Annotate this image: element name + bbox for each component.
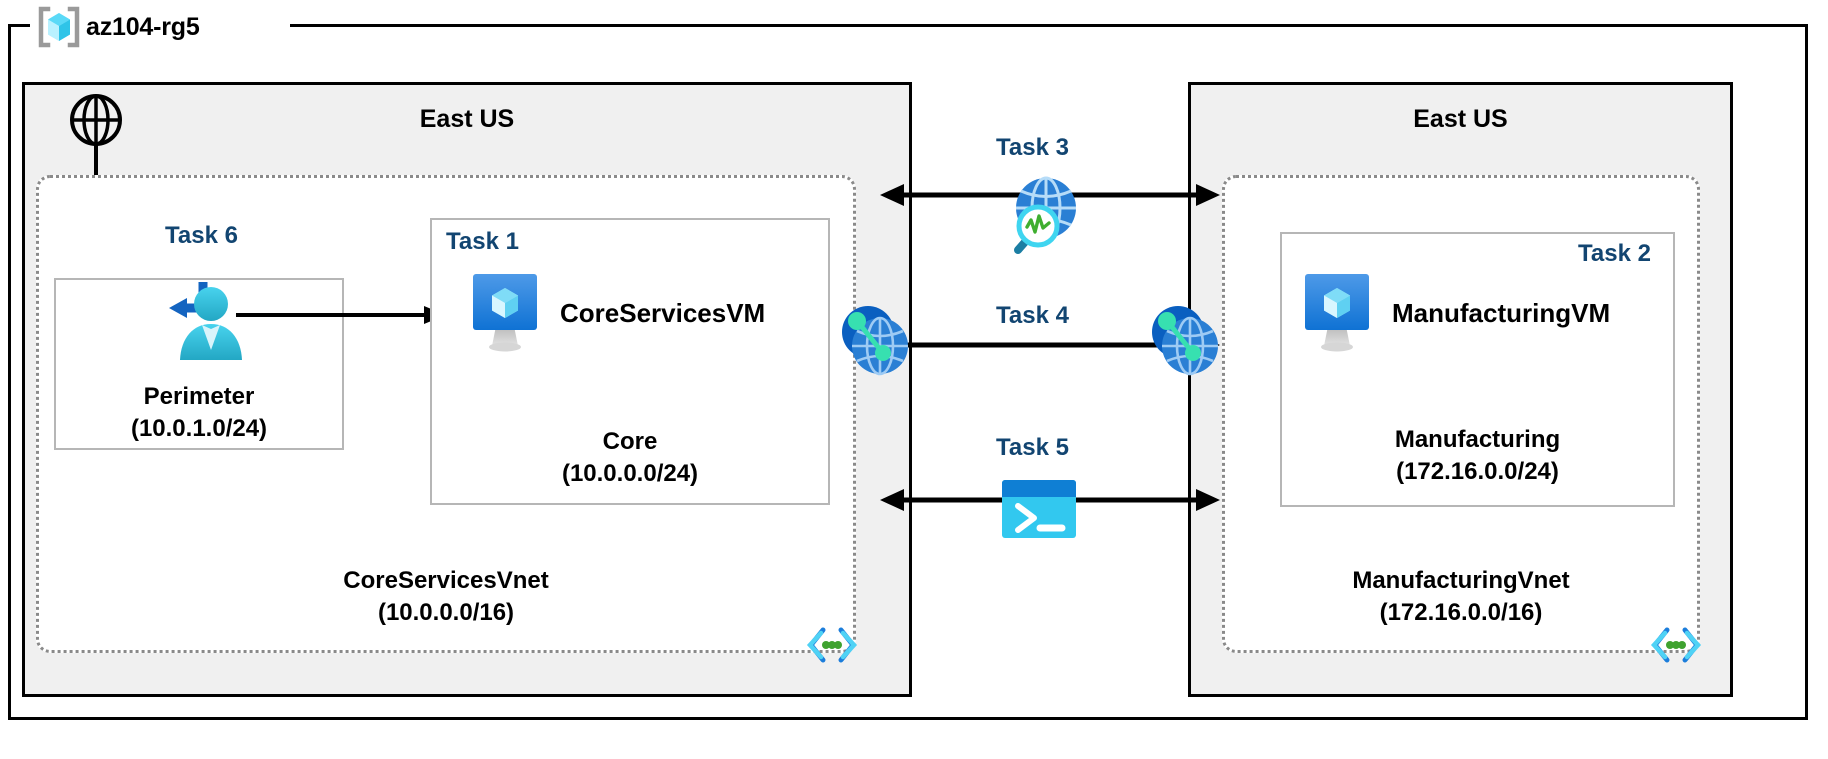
subnet-manufacturing-label: Manufacturing (172.16.0.0/24) bbox=[1280, 424, 1675, 488]
task-tag-2: Task 2 bbox=[1578, 240, 1651, 267]
subnet-manufacturing-cidr: (172.16.0.0/24) bbox=[1396, 457, 1559, 485]
task-tag-5: Task 5 bbox=[996, 434, 1069, 461]
subnet-manufacturing-name: Manufacturing bbox=[1394, 426, 1561, 453]
subnet-core-cidr: (10.0.0.0/24) bbox=[561, 459, 699, 487]
subnet-core-name: Core bbox=[602, 428, 658, 455]
vnet-core-services-cidr: (10.0.0.0/16) bbox=[377, 598, 515, 626]
vnet-core-services-name: CoreServicesVnet bbox=[343, 567, 549, 594]
subnet-box-core bbox=[430, 218, 830, 505]
vnet-peering-icon bbox=[1148, 300, 1226, 386]
region-title-left: East US bbox=[419, 105, 515, 133]
cloud-shell-icon bbox=[1000, 478, 1078, 540]
resource-group-title: az104-rg5 bbox=[86, 12, 200, 41]
connector-perimeter-to-core bbox=[236, 300, 448, 335]
bastion-user-icon bbox=[155, 280, 247, 364]
task-tag-4: Task 4 bbox=[996, 302, 1069, 329]
resource-group-frame bbox=[8, 24, 1808, 720]
task-tag-3: Task 3 bbox=[996, 134, 1069, 161]
resource-group-header: az104-rg5 bbox=[36, 4, 200, 50]
vm-core-services-name: CoreServicesVM bbox=[560, 297, 766, 328]
subnet-perimeter-label: Perimeter (10.0.1.0/24) bbox=[54, 381, 344, 445]
region-title-right: East US bbox=[1413, 105, 1508, 133]
network-watcher-icon bbox=[988, 172, 1084, 258]
vm-core-services: CoreServicesVM bbox=[468, 272, 765, 354]
subnet-code-icon bbox=[806, 622, 858, 668]
vnet-manufacturing-cidr: (172.16.0.0/16) bbox=[1379, 598, 1543, 626]
virtual-machine-icon bbox=[468, 272, 542, 354]
resource-group-title-notch bbox=[30, 10, 290, 44]
vm-manufacturing-name: ManufacturingVM bbox=[1392, 297, 1611, 328]
task-tag-6: Task 6 bbox=[165, 222, 238, 249]
vnet-peering-icon bbox=[838, 300, 916, 386]
subnet-code-icon bbox=[1650, 622, 1702, 668]
vnet-core-services-label: CoreServicesVnet (10.0.0.0/16) bbox=[36, 565, 856, 629]
vnet-manufacturing-name: ManufacturingVnet bbox=[1352, 567, 1570, 594]
task-tag-1: Task 1 bbox=[446, 228, 519, 255]
vm-manufacturing: ManufacturingVM bbox=[1300, 272, 1610, 354]
subnet-core-label: Core (10.0.0.0/24) bbox=[430, 426, 830, 490]
globe-icon bbox=[68, 92, 124, 148]
azure-resource-group-icon bbox=[36, 4, 82, 50]
subnet-perimeter-name: Perimeter bbox=[143, 383, 255, 410]
subnet-perimeter-cidr: (10.0.1.0/24) bbox=[130, 414, 268, 442]
virtual-machine-icon bbox=[1300, 272, 1374, 354]
vnet-manufacturing-label: ManufacturingVnet (172.16.0.0/16) bbox=[1222, 565, 1700, 629]
